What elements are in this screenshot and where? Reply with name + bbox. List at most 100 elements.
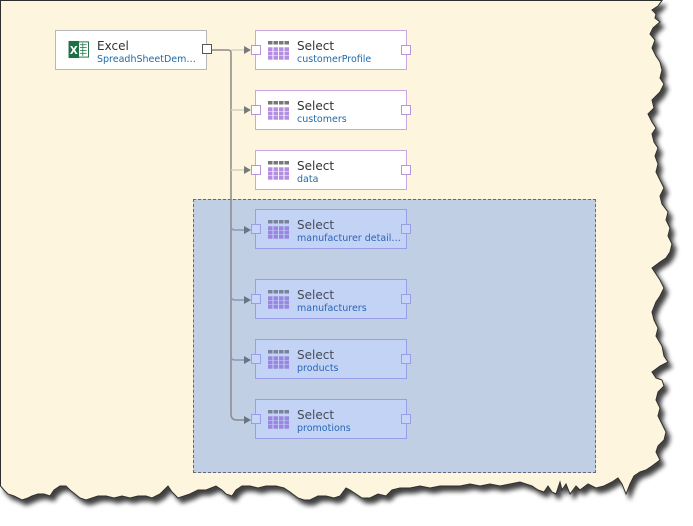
- node-title: Select: [297, 408, 335, 422]
- grid-cell: [284, 416, 289, 421]
- grid-cell: [273, 416, 278, 421]
- node-subtitle: data: [297, 174, 319, 185]
- arrow-head: [244, 166, 251, 174]
- grid-header-cell: [284, 220, 289, 224]
- node-title: Select: [297, 39, 335, 53]
- table-grid-icon: [268, 290, 289, 309]
- input-port[interactable]: [251, 354, 261, 364]
- grid-cell: [273, 226, 278, 231]
- node-subtitle: customers: [297, 114, 347, 125]
- node-title: Excel: [97, 39, 129, 53]
- grid-header-cell: [268, 350, 273, 354]
- grid-header-cell: [273, 290, 278, 294]
- grid-header-cell: [279, 350, 284, 354]
- grid-cell: [273, 230, 278, 235]
- grid-cell: [284, 111, 289, 116]
- grid-cell: [268, 115, 273, 120]
- grid-cell: [268, 356, 273, 361]
- table-grid-icon: [268, 161, 289, 180]
- grid-header-cell: [268, 41, 273, 45]
- grid-cell: [273, 55, 278, 60]
- table-grid-icon: [268, 220, 289, 239]
- grid-cell: [273, 167, 278, 172]
- grid-cell: [268, 55, 273, 60]
- output-port[interactable]: [401, 45, 411, 55]
- grid-cell: [273, 115, 278, 120]
- grid-cell: [268, 171, 273, 176]
- grid-header-cell: [273, 410, 278, 414]
- select-node-customers[interactable]: Select customers: [251, 90, 411, 130]
- output-port[interactable]: [401, 224, 411, 234]
- select-node-data[interactable]: Select data: [251, 150, 411, 190]
- select-node-manufacturer-details[interactable]: Select manufacturer details...: [251, 209, 411, 249]
- grid-cell: [279, 55, 284, 60]
- select-node-customerprofile[interactable]: Select customerProfile: [251, 30, 411, 70]
- grid-cell: [284, 175, 289, 180]
- node-title: Select: [297, 159, 335, 173]
- output-port[interactable]: [401, 414, 411, 424]
- grid-header-cell: [279, 220, 284, 224]
- grid-cell: [284, 300, 289, 305]
- grid-cell: [268, 304, 273, 309]
- grid-cell: [279, 416, 284, 421]
- grid-header-cell: [284, 350, 289, 354]
- grid-header-cell: [284, 101, 289, 105]
- grid-cell: [279, 296, 284, 301]
- grid-cell: [284, 51, 289, 56]
- grid-cell: [268, 111, 273, 116]
- input-port[interactable]: [251, 294, 261, 304]
- arrow-head: [244, 106, 251, 114]
- grid-cell: [279, 420, 284, 425]
- grid-cell: [279, 234, 284, 239]
- output-port[interactable]: [401, 165, 411, 175]
- grid-cell: [268, 167, 273, 172]
- grid-cell: [279, 230, 284, 235]
- grid-cell: [284, 115, 289, 120]
- grid-cell: [284, 226, 289, 231]
- grid-cell: [279, 51, 284, 56]
- grid-cell: [279, 364, 284, 369]
- select-node-promotions[interactable]: Select promotions: [251, 399, 411, 439]
- grid-cell: [284, 304, 289, 309]
- grid-cell: [273, 424, 278, 429]
- grid-header-cell: [273, 41, 278, 45]
- grid-cell: [273, 111, 278, 116]
- grid-cell: [268, 47, 273, 52]
- grid-header-cell: [279, 41, 284, 45]
- grid-cell: [279, 356, 284, 361]
- input-port[interactable]: [251, 165, 261, 175]
- excel-icon: X: [68, 40, 89, 59]
- select-node-manufacturers[interactable]: Select manufacturers: [251, 279, 411, 319]
- grid-cell: [279, 111, 284, 116]
- grid-cell: [268, 175, 273, 180]
- grid-cell: [268, 420, 273, 425]
- output-port[interactable]: [401, 294, 411, 304]
- select-node-products[interactable]: Select products: [251, 339, 411, 379]
- input-port[interactable]: [251, 45, 261, 55]
- grid-cell: [279, 107, 284, 112]
- grid-header-cell: [279, 101, 284, 105]
- grid-cell: [284, 167, 289, 172]
- grid-cell: [273, 51, 278, 56]
- node-subtitle: manufacturer details...: [297, 233, 401, 244]
- grid-header-cell: [268, 101, 273, 105]
- grid-cell: [273, 356, 278, 361]
- node-title: Select: [297, 348, 335, 362]
- grid-cell: [284, 171, 289, 176]
- node-title: Select: [297, 288, 335, 302]
- grid-cell: [279, 424, 284, 429]
- output-port[interactable]: [401, 105, 411, 115]
- input-port[interactable]: [251, 105, 261, 115]
- grid-cell: [268, 300, 273, 305]
- grid-header-cell: [273, 350, 278, 354]
- excel-source-node[interactable]: X Excel SpreadhSheetDemo...: [55, 30, 212, 70]
- grid-header-cell: [279, 161, 284, 165]
- grid-cell: [273, 304, 278, 309]
- input-port[interactable]: [251, 414, 261, 424]
- output-port[interactable]: [202, 44, 212, 54]
- input-port[interactable]: [251, 224, 261, 234]
- output-port[interactable]: [401, 354, 411, 364]
- svg-text:X: X: [70, 45, 78, 57]
- grid-header-cell: [268, 410, 273, 414]
